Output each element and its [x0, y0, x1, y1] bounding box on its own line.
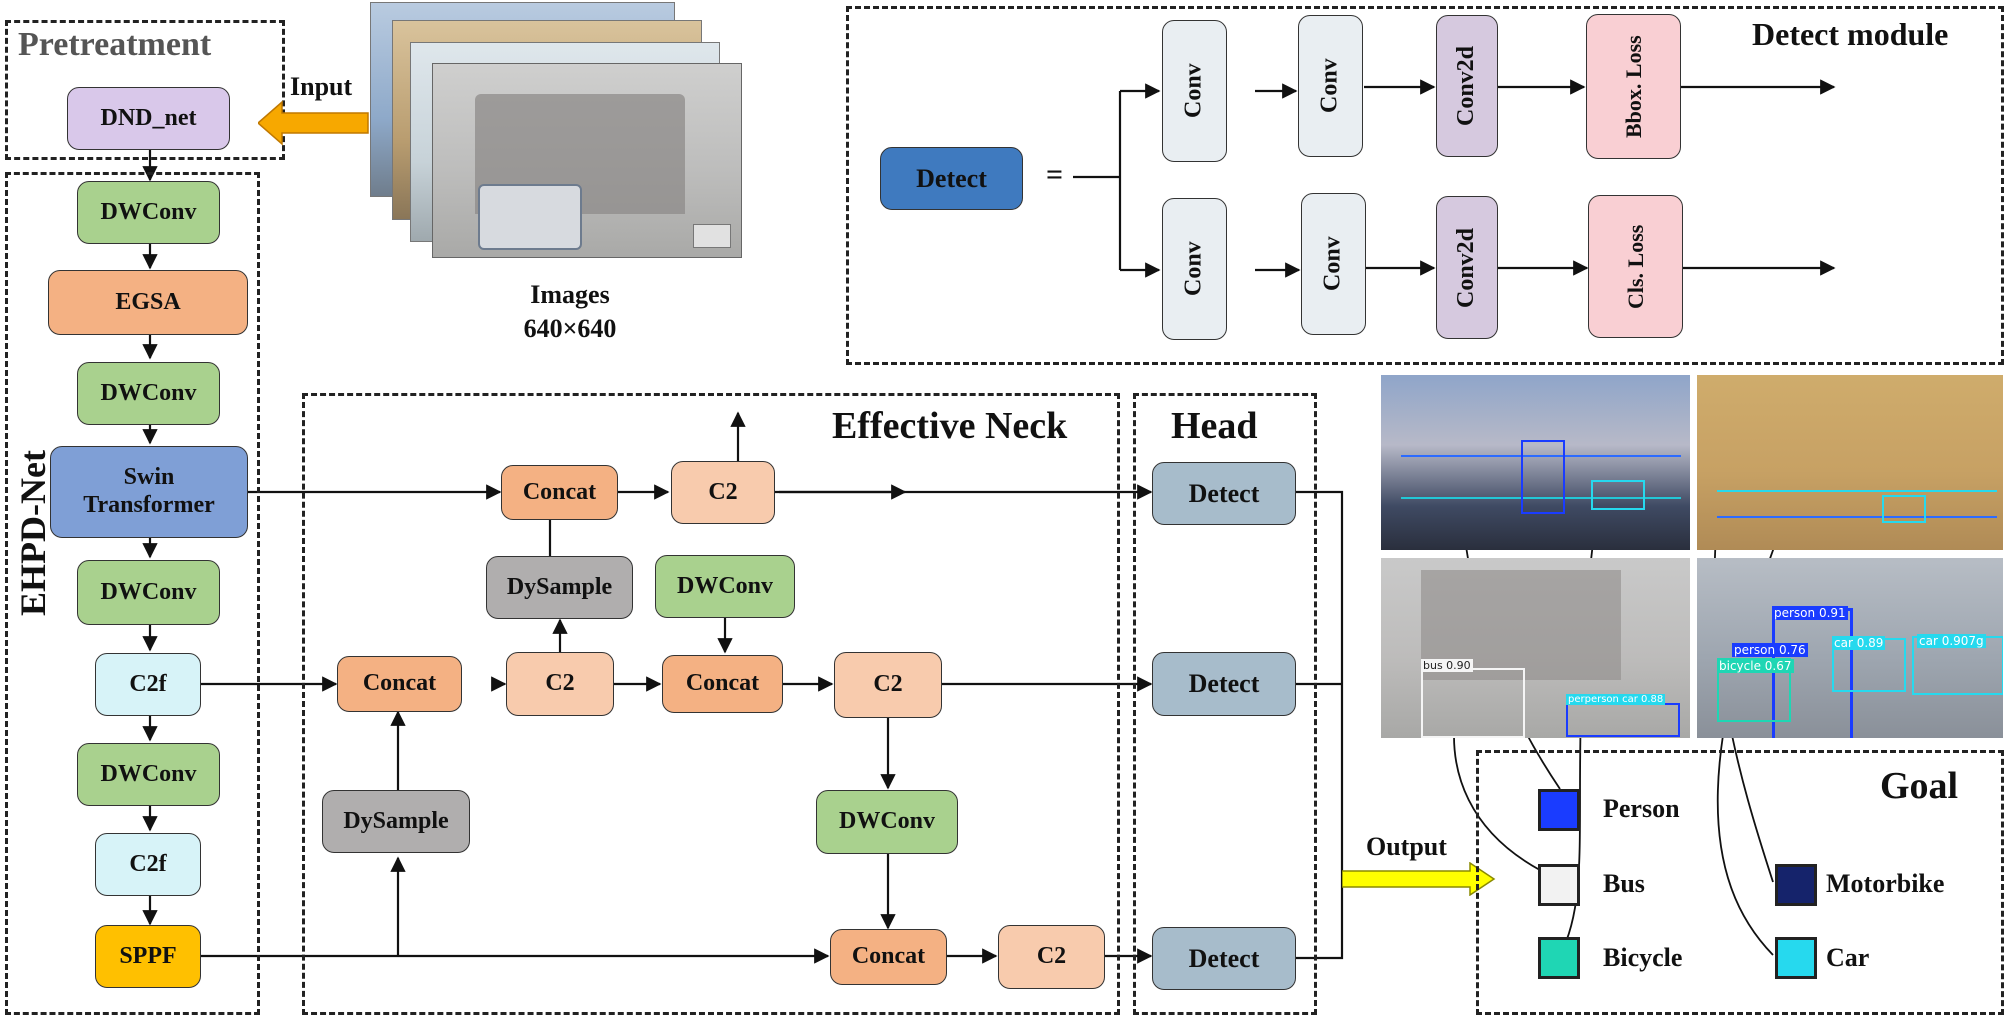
bottom-conv-1: Conv [1162, 198, 1227, 340]
det-label-bicycle: bicycle 0.67 [1717, 659, 1794, 673]
head-output-wires [1296, 490, 1344, 960]
legend-swatch-bus [1538, 864, 1580, 906]
output-arrow [1342, 862, 1496, 896]
legend-label-bicycle: Bicycle [1603, 943, 1683, 972]
legend-label-bus: Bus [1603, 869, 1645, 898]
detect-module-region [846, 6, 2004, 365]
c2f-block-1: C2f [95, 653, 201, 716]
neck-c2-mid-left: C2 [506, 652, 614, 716]
result-photo-top-right [1697, 375, 2003, 550]
detect-module-title: Detect module [1752, 16, 1949, 52]
dnd-net-block: DND_net [67, 87, 230, 150]
top-bbox-loss: Bbox. Loss [1586, 14, 1681, 159]
goal-region [1476, 750, 2004, 1015]
det-box-car-tr [1882, 495, 1926, 523]
det-label-person-mid: person 0.76 [1732, 643, 1808, 657]
det-box-car-tl [1591, 480, 1645, 510]
head-region [1133, 393, 1317, 1015]
effective-neck-region [302, 393, 1120, 1015]
neck-c2-mid-right: C2 [834, 652, 942, 718]
head-detect-3: Detect [1152, 927, 1296, 990]
det-boxes-tl [1401, 455, 1681, 499]
dwconv-block-4: DWConv [77, 743, 220, 806]
ehpd-net-title: EHPD-Net [13, 450, 53, 616]
det-box-person-tl [1521, 440, 1565, 514]
sppf-block: SPPF [95, 925, 201, 988]
neck-dysample-top: DySample [486, 556, 633, 619]
det-boxes-tr [1717, 490, 1997, 518]
det-label-bus: bus 0.90 [1421, 659, 1473, 672]
neck-dwconv-bottom: DWConv [816, 790, 958, 854]
dwconv-block-2: DWConv [77, 362, 220, 425]
neck-concat-top: Concat [501, 465, 618, 520]
pretreatment-region [5, 20, 285, 160]
legend-label-person: Person [1603, 794, 1680, 823]
ehpd-net-region [5, 172, 260, 1015]
detect-module-detect-block: Detect [880, 147, 1023, 210]
input-image-front [432, 63, 742, 258]
images-caption: Images 640×640 [500, 278, 640, 346]
input-label: Input [290, 72, 353, 101]
top-conv-1: Conv [1162, 20, 1227, 162]
legend-swatch-motorbike [1775, 864, 1817, 906]
result-photo-bottom-left: bus 0.90 perperson car 0.88 [1381, 558, 1690, 738]
neck-c2-bottom: C2 [998, 925, 1105, 989]
input-arrow [258, 100, 369, 146]
legend-swatch-person [1538, 789, 1580, 831]
legend-label-motorbike: Motorbike [1826, 869, 1945, 898]
neck-dysample-bottom: DySample [322, 790, 470, 853]
detect-module-wires [1073, 79, 1836, 278]
equals-sign: = [1046, 158, 1064, 191]
head-title: Head [1171, 405, 1258, 447]
head-detect-1: Detect [1152, 462, 1296, 525]
dwconv-block-3: DWConv [77, 560, 220, 625]
result-photo-bottom-right: person 0.91 person 0.76 bicycle 0.67 car… [1697, 558, 2003, 738]
dwconv-block-1: DWConv [77, 181, 220, 244]
neck-concat-mid-left: Concat [337, 656, 462, 712]
c2f-block-2: C2f [95, 833, 201, 896]
legend-swatch-car [1775, 937, 1817, 979]
goal-title: Goal [1880, 765, 1959, 807]
bottom-conv2d: Conv2d [1436, 196, 1498, 339]
head-detect-2: Detect [1152, 652, 1296, 716]
effective-neck-title: Effective Neck [832, 405, 1068, 447]
det-box-person-car [1566, 703, 1680, 737]
images-caption-line1: Images [530, 280, 610, 309]
det-label-car-2: car 0.907g [1917, 634, 1986, 648]
legend-label-car: Car [1826, 943, 1870, 972]
car-shape [693, 224, 731, 248]
top-conv2d: Conv2d [1436, 15, 1498, 157]
neck-c2-top: C2 [671, 461, 775, 524]
bus-shape [478, 184, 582, 250]
top-conv-2: Conv [1298, 15, 1363, 157]
images-caption-line2: 640×640 [523, 314, 617, 343]
det-box-bus [1421, 668, 1525, 738]
det-label-person-car: perperson car 0.88 [1566, 694, 1666, 705]
pretreatment-title: Pretreatment [18, 26, 212, 63]
swin-transformer-block: Swin Transformer [50, 446, 248, 538]
legend-swatch-bicycle [1538, 937, 1580, 979]
det-label-car-1: car 0.89 [1832, 636, 1886, 650]
output-label: Output [1366, 832, 1447, 861]
det-label-person-top: person 0.91 [1772, 606, 1848, 620]
bottom-cls-loss: Cls. Loss [1588, 195, 1683, 338]
neck-concat-mid-right: Concat [662, 655, 783, 713]
neck-concat-bottom: Concat [830, 929, 947, 985]
neck-dwconv-mid: DWConv [655, 555, 795, 618]
result-photo-top-left [1381, 375, 1690, 550]
egsa-block: EGSA [48, 270, 248, 335]
bottom-conv-2: Conv [1301, 193, 1366, 335]
